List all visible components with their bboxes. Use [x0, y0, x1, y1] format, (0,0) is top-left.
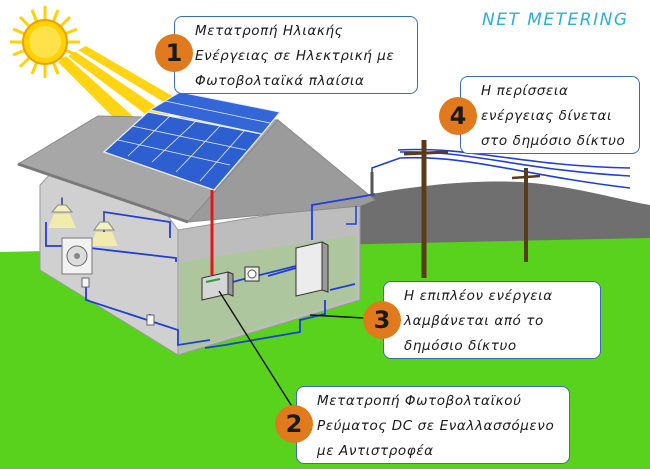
callout-1-line-1: Μετατροπή Ηλιακής	[195, 23, 344, 39]
inner-wire	[346, 206, 357, 225]
socket-icon-2	[146, 314, 155, 326]
callout-badge-4: 4	[439, 97, 477, 135]
callout-3-line-1: Η επιπλέον ενέργεια	[404, 288, 553, 304]
callout-3-line-2: λαμβάνεται από το	[404, 313, 544, 329]
utility-pole-icon-1	[403, 140, 449, 278]
lamp-icon-2	[90, 212, 118, 246]
lamp-icon-1	[48, 197, 76, 228]
callout-1-line-2: Ενέργειας σε Ηλεκτρική με	[195, 48, 395, 64]
callout-4-line-3: στο δημόσιο δίκτυο	[481, 133, 626, 149]
sun-icon	[10, 6, 80, 78]
meter-icon	[244, 266, 260, 282]
callout-4-line-1: Η περίσσεια	[481, 83, 569, 99]
callout-4-line-2: ενέργειας δίνεται	[481, 108, 613, 124]
utility-pole-icon-2	[511, 168, 541, 262]
callout-2-line-1: Μετατροπή Φωτοβολταϊκού	[317, 393, 522, 409]
callout-2-line-2: Ρεύματος DC σε Εναλλασσόμενο	[317, 418, 555, 434]
callout-box-3: Η επιπλέον ενέργεια λαμβάνεται από το δη…	[383, 281, 601, 359]
diagram-title: NET METERING	[482, 10, 629, 30]
inverter-icon	[201, 271, 234, 301]
callout-3-line-3: δημόσιο δίκτυο	[404, 338, 517, 354]
callout-box-4: Η περίσσεια ενέργειας δίνεται στο δημόσι…	[460, 76, 640, 154]
distribution-panel-icon	[295, 241, 329, 297]
solar-panels	[102, 91, 282, 191]
callout-2-line-3: με Αντιστροφέα	[317, 443, 434, 459]
callout-box-1: Μετατροπή Ηλιακής Ενέργειας σε Ηλεκτρική…	[174, 16, 418, 94]
callout-badge-3: 3	[363, 301, 401, 339]
callout-connectors	[218, 290, 365, 409]
house-wiring	[45, 193, 376, 349]
callout-box-2: Μετατροπή Φωτοβολταϊκού Ρεύματος DC σε Ε…	[296, 386, 570, 464]
callout-badge-2: 2	[275, 405, 313, 443]
socket-icon-1	[81, 277, 90, 288]
callout-badge-1: 1	[155, 34, 193, 72]
callout-1-line-3: Φωτοβολταϊκά πλαίσια	[195, 73, 365, 89]
air-conditioner-icon	[61, 237, 93, 275]
